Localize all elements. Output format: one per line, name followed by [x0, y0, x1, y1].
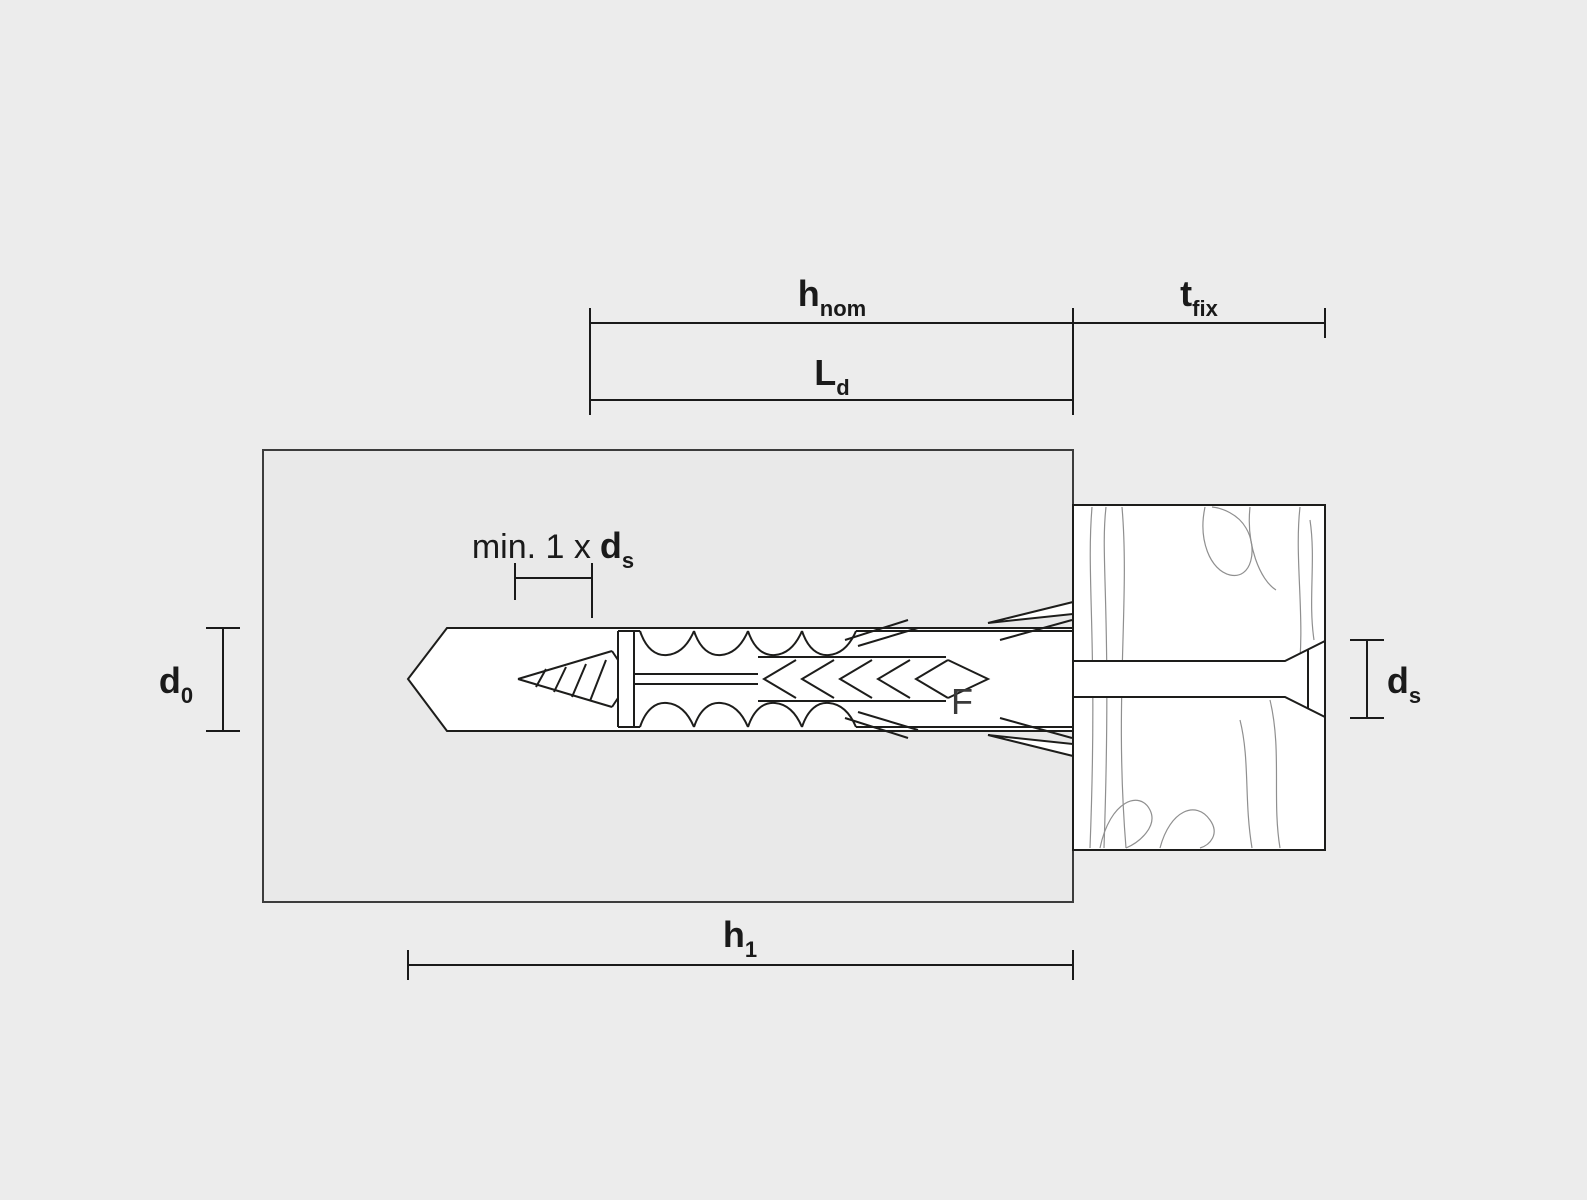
label-min-embed-prefix: min. 1 x: [471, 528, 591, 566]
wood-grain-lines: [1089, 506, 1315, 849]
label-h-nom: hnom: [797, 273, 866, 320]
label-h-1-sub: 1: [744, 937, 758, 962]
label-force-f: F: [951, 684, 973, 720]
label-d-s-sub: s: [1408, 683, 1422, 708]
anchor-plug: [617, 600, 1074, 758]
dim-h-nom: [589, 308, 1074, 415]
label-t-fix: tfix: [1180, 273, 1218, 320]
label-l-d: Ld: [814, 352, 849, 399]
label-l-d-sub: d: [836, 375, 850, 400]
label-d-s-base: d: [1386, 660, 1409, 701]
label-d-s: ds: [1386, 660, 1421, 707]
label-min-embed-sub: s: [621, 548, 635, 573]
screw: [517, 639, 1326, 719]
label-d-0: d0: [158, 660, 193, 707]
label-t-fix-base: t: [1180, 273, 1193, 314]
dim-d-0: [206, 627, 240, 732]
label-force-f-text: F: [951, 681, 973, 722]
dimension-lines: [206, 308, 1384, 980]
dim-min-embed: [514, 563, 593, 618]
label-h-nom-sub: nom: [819, 296, 867, 321]
label-d-0-base: d: [158, 660, 181, 701]
dim-d-s: [1350, 639, 1384, 719]
label-h-nom-base: h: [797, 273, 820, 314]
label-l-d-base: L: [814, 352, 837, 393]
label-h-1-base: h: [722, 914, 745, 955]
dim-h-1: [407, 950, 1074, 980]
label-min-embed-base: d: [599, 525, 622, 566]
dim-t-fix: [1073, 308, 1326, 338]
label-t-fix-sub: fix: [1192, 296, 1218, 321]
label-h-1: h1: [722, 914, 757, 961]
label-d-0-sub: 0: [180, 683, 194, 708]
